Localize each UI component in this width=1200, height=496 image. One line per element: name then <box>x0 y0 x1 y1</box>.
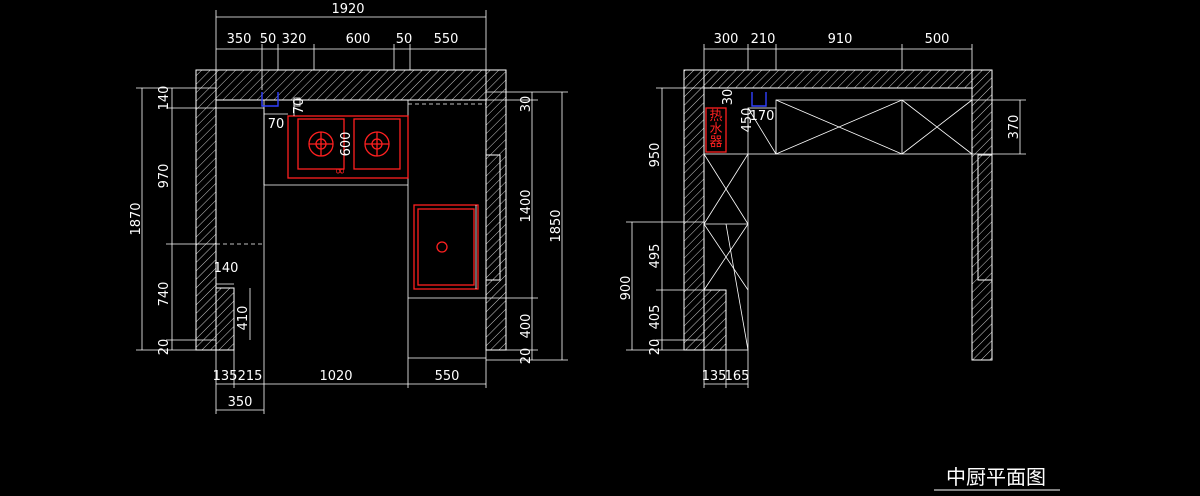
left-top-seg-6: 550 <box>434 32 459 47</box>
right-left-seg-3: 405 <box>648 305 663 330</box>
right-left-total: 900 <box>619 276 634 301</box>
left-right-dimensions: 1850 30 1400 400 20 <box>486 91 568 365</box>
left-bottom-lower: 350 <box>228 395 253 410</box>
inner-dim-e: 410 <box>236 306 251 331</box>
left-bottom-seg-1: 135 <box>213 369 238 384</box>
right-bottom-seg-2: 165 <box>725 369 750 384</box>
left-inner-dimensions: 70 70 600 140 410 <box>214 98 354 340</box>
heater-char-1: 热 <box>709 109 722 124</box>
inner-dim-b: 70 <box>292 98 307 115</box>
right-plan-walls <box>683 69 993 361</box>
left-plan: ∞ 1920 350 50 320 600 50 550 <box>129 2 568 414</box>
drawing-title-text: 中厨平面图 <box>946 465 1046 489</box>
stove-knobs: ∞ <box>335 164 346 179</box>
drawing-title: 中厨平面图 <box>934 465 1060 491</box>
right-bottom-seg-1: 135 <box>702 369 727 384</box>
right-inner-dimensions: 30 450 170 <box>721 89 774 133</box>
left-plan-walls <box>195 69 507 351</box>
pipe-symbol-right <box>751 92 767 107</box>
left-top-seg-2: 50 <box>260 32 277 47</box>
right-inner-b: 450 <box>740 108 755 133</box>
left-side-dimensions: 1870 140 970 740 20 <box>129 86 216 356</box>
left-bottom-dimensions: 135 215 1020 550 350 <box>213 350 487 414</box>
left-top-seg-3: 320 <box>282 32 307 47</box>
right-top-dimensions: 300 210 910 500 <box>703 32 973 70</box>
inner-dim-d: 140 <box>214 261 239 276</box>
right-left-seg-2: 495 <box>648 244 663 269</box>
right-left-seg-4: 20 <box>648 339 663 356</box>
right-plan-cabinets <box>703 99 973 351</box>
right-right-dim: 370 <box>1007 115 1022 140</box>
left-bottom-seg-2: 215 <box>238 369 263 384</box>
right-plan: 热 水 器 <box>619 32 1026 388</box>
right-inner-a: 30 <box>721 89 736 106</box>
left-right-seg-4: 20 <box>519 348 534 365</box>
heater-char-3: 器 <box>709 135 722 150</box>
left-top-dimensions: 1920 350 50 320 600 50 550 <box>215 2 487 90</box>
right-left-dimensions: 900 950 495 405 20 <box>619 87 704 356</box>
left-right-seg-2: 1400 <box>519 189 534 222</box>
sink <box>413 204 479 290</box>
right-bottom-dimensions: 135 165 <box>702 350 750 388</box>
left-bottom-seg-4: 550 <box>435 369 460 384</box>
left-side-seg-2: 970 <box>157 164 172 189</box>
left-side-seg-1: 140 <box>157 86 172 111</box>
right-right-dimensions: 370 <box>972 99 1026 155</box>
left-side-seg-3: 740 <box>157 282 172 307</box>
left-top-seg-4: 600 <box>346 32 371 47</box>
heater-char-2: 水 <box>709 122 722 137</box>
left-right-total: 1850 <box>549 209 564 242</box>
left-right-seg-3: 400 <box>519 314 534 339</box>
right-top-seg-1: 300 <box>714 32 739 47</box>
inner-dim-a: 70 <box>268 117 285 132</box>
left-side-total: 1870 <box>129 202 144 235</box>
left-right-seg-1: 30 <box>519 96 534 113</box>
gas-stove: ∞ <box>287 115 409 179</box>
left-side-seg-4: 20 <box>157 339 172 356</box>
right-top-seg-2: 210 <box>751 32 776 47</box>
left-top-seg-5: 50 <box>396 32 413 47</box>
right-inner-c: 170 <box>750 109 775 124</box>
inner-dim-c: 600 <box>339 132 354 157</box>
right-top-seg-4: 500 <box>925 32 950 47</box>
left-top-total: 1920 <box>331 2 364 17</box>
right-top-seg-3: 910 <box>828 32 853 47</box>
left-bottom-seg-3: 1020 <box>319 369 352 384</box>
right-left-seg-1: 950 <box>648 143 663 168</box>
left-top-seg-1: 350 <box>227 32 252 47</box>
water-heater: 热 水 器 <box>705 107 727 153</box>
